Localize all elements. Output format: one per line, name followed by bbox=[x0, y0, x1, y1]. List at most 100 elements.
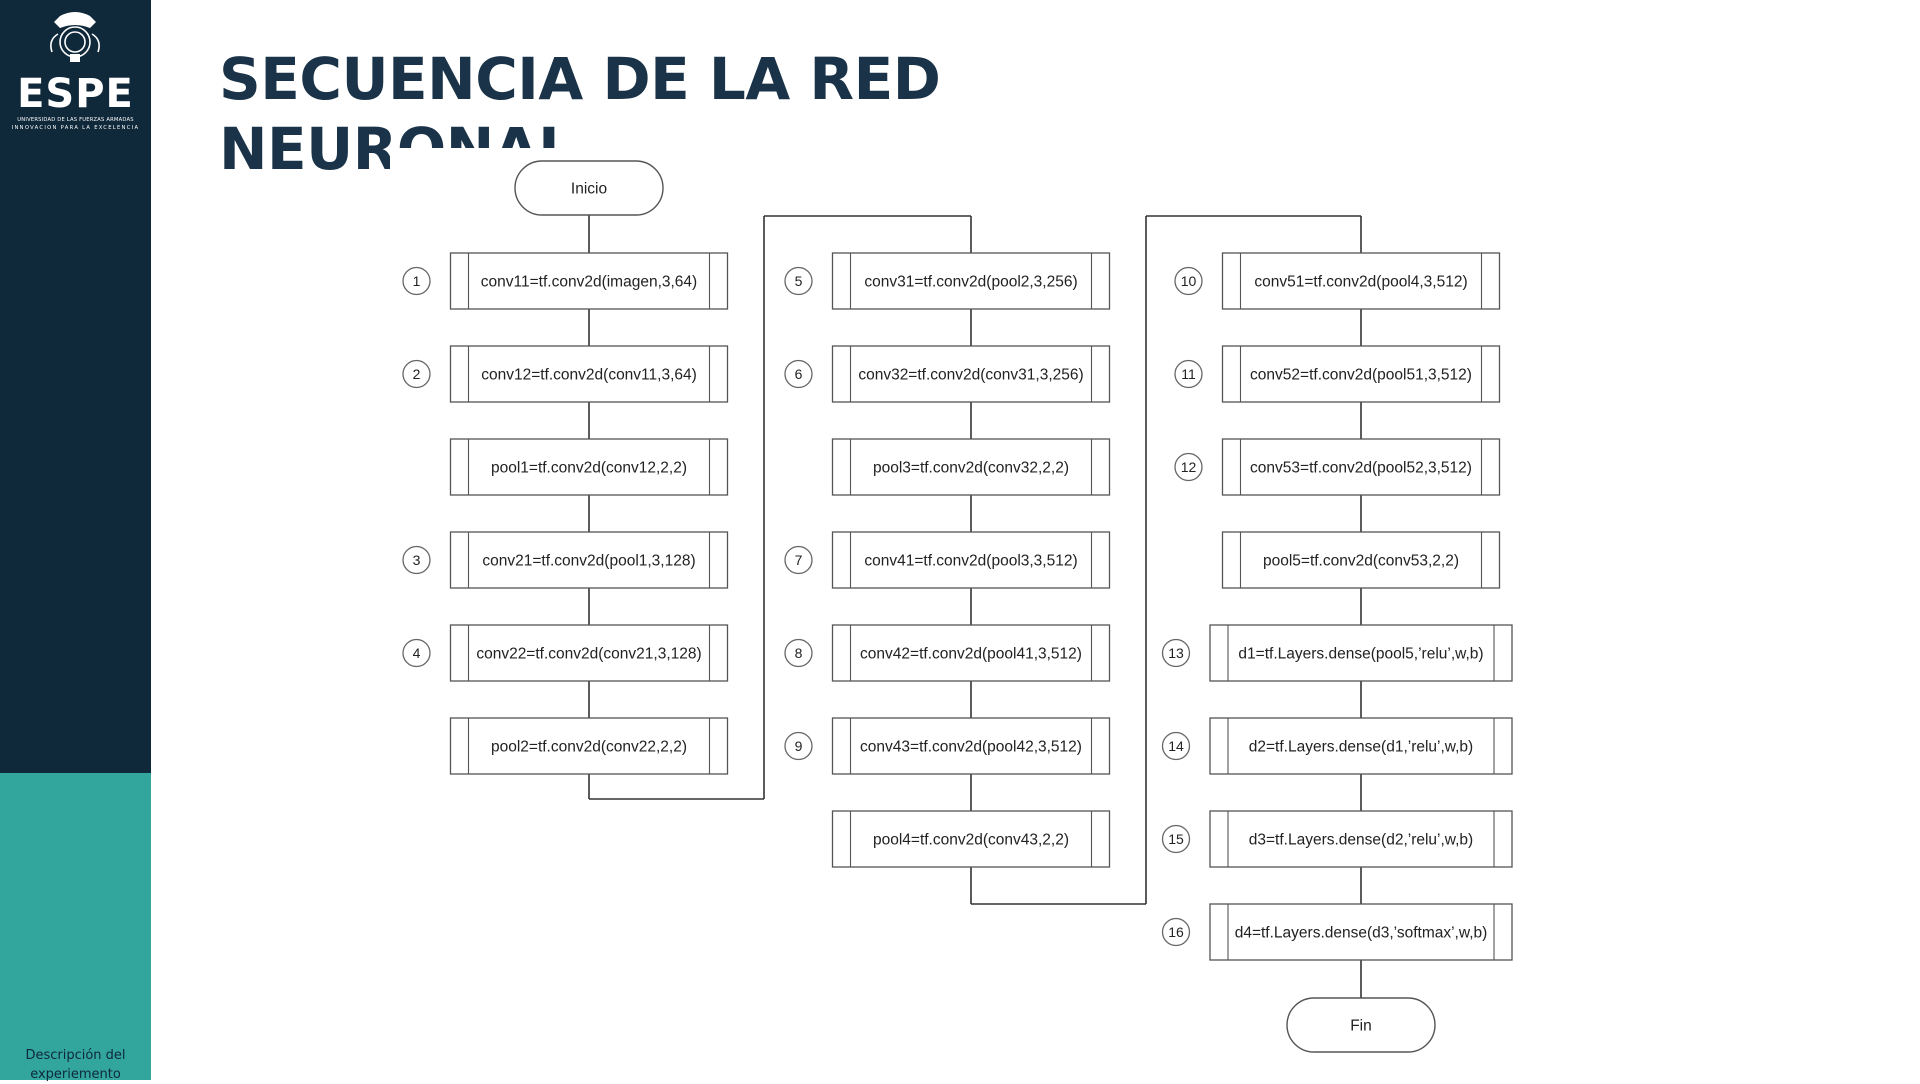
process-box-frame bbox=[1209, 624, 1513, 682]
step-number: 15 bbox=[1168, 831, 1184, 847]
process-box-label: conv22=tf.conv2d(conv21,3,128) bbox=[476, 646, 701, 663]
process-box: conv53=tf.conv2d(pool52,3,512) 12 bbox=[1174, 438, 1501, 496]
process-box-frame bbox=[449, 531, 729, 589]
process-box-frame bbox=[449, 624, 729, 682]
step-number: 8 bbox=[795, 645, 803, 661]
process-box-label: conv21=tf.conv2d(pool1,3,128) bbox=[482, 553, 695, 570]
process-box-frame bbox=[831, 345, 1111, 403]
process-box-label: d2=tf.Layers.dense(d1,’relu’,w,b) bbox=[1249, 739, 1473, 756]
step-number-circle bbox=[1161, 638, 1191, 668]
process-box-label: pool5=tf.conv2d(conv53,2,2) bbox=[1263, 553, 1459, 570]
process-box: d2=tf.Layers.dense(d1,’relu’,w,b) 14 bbox=[1161, 717, 1513, 775]
process-box: conv41=tf.conv2d(pool3,3,512) 7 bbox=[784, 531, 1111, 589]
process-box-frame bbox=[1209, 903, 1513, 961]
process-box-frame bbox=[831, 810, 1111, 868]
step-number-circle bbox=[784, 266, 813, 296]
process-box-frame bbox=[449, 438, 729, 496]
process-box-label: conv52=tf.conv2d(pool51,3,512) bbox=[1250, 367, 1472, 384]
process-box: pool5=tf.conv2d(conv53,2,2) bbox=[1221, 531, 1501, 589]
step-number: 12 bbox=[1181, 459, 1197, 475]
step-number: 13 bbox=[1168, 645, 1184, 661]
process-box-frame bbox=[1209, 810, 1513, 868]
process-box: conv52=tf.conv2d(pool51,3,512) 11 bbox=[1174, 345, 1501, 403]
process-box-frame bbox=[1221, 438, 1501, 496]
step-number: 5 bbox=[795, 273, 803, 289]
process-box: conv32=tf.conv2d(conv31,3,256) 6 bbox=[784, 345, 1111, 403]
process-box: conv43=tf.conv2d(pool42,3,512)9 bbox=[784, 717, 1111, 775]
process-box: pool1=tf.conv2d(conv12,2,2) bbox=[449, 438, 729, 496]
process-box-frame bbox=[831, 531, 1111, 589]
step-number-circle bbox=[1174, 359, 1203, 389]
process-box: conv21=tf.conv2d(pool1,3,128) 3 bbox=[402, 531, 729, 589]
process-box-label: d4=tf.Layers.dense(d3,’softmax’,w,b) bbox=[1235, 925, 1488, 942]
step-number-circle bbox=[784, 545, 813, 575]
step-number: 1 bbox=[413, 273, 421, 289]
step-number: 7 bbox=[795, 552, 803, 568]
step-number: 16 bbox=[1168, 924, 1184, 940]
process-box: conv42=tf.conv2d(pool41,3,512) 8 bbox=[784, 624, 1111, 682]
process-box-frame bbox=[1221, 345, 1501, 403]
flowchart-nodes: conv11=tf.conv2d(imagen,3,64) 1 conv12=tf.… bbox=[402, 252, 1513, 961]
sidebar-top-panel: ESPE UNIVERSIDAD DE LAS FUERZAS ARMADAS … bbox=[0, 0, 151, 773]
step-number-circle bbox=[1161, 917, 1191, 947]
process-box-label: d1=tf.Layers.dense(pool5,’relu’,w,b) bbox=[1238, 646, 1483, 663]
process-box: pool2=tf.conv2d(conv22,2,2) bbox=[449, 717, 729, 775]
step-number: 11 bbox=[1181, 366, 1196, 382]
crest-icon bbox=[50, 12, 100, 62]
end-terminal-shape bbox=[1286, 997, 1436, 1053]
flowchart-connectors bbox=[588, 188, 1362, 1025]
step-number: 3 bbox=[413, 552, 421, 568]
step-number-circle bbox=[1174, 452, 1203, 482]
step-number-circle bbox=[402, 638, 431, 668]
start-terminal-label: Inicio bbox=[571, 181, 607, 198]
process-box-frame bbox=[1221, 531, 1501, 589]
step-number-circle bbox=[402, 266, 431, 296]
end-terminal: Fin bbox=[1286, 997, 1436, 1053]
process-box: d4=tf.Layers.dense(d3,’softmax’,w,b) 16 bbox=[1161, 903, 1513, 961]
step-number: 4 bbox=[413, 645, 421, 661]
step-number-circle bbox=[1161, 824, 1191, 854]
step-number-circle bbox=[784, 359, 813, 389]
step-number-circle bbox=[402, 545, 431, 575]
process-box-label: conv42=tf.conv2d(pool41,3,512) bbox=[860, 646, 1082, 663]
end-terminal-label: Fin bbox=[1350, 1018, 1372, 1035]
process-box: conv22=tf.conv2d(conv21,3,128) 4 bbox=[402, 624, 729, 682]
process-box: conv11=tf.conv2d(imagen,3,64) 1 bbox=[402, 252, 729, 310]
step-number-circle bbox=[784, 731, 813, 761]
logo-wordmark: ESPE bbox=[17, 71, 134, 117]
process-box-frame bbox=[1209, 717, 1513, 775]
step-number-circle bbox=[1161, 731, 1191, 761]
step-number: 9 bbox=[795, 738, 803, 754]
process-box-label: conv32=tf.conv2d(conv31,3,256) bbox=[858, 367, 1083, 384]
process-box-frame bbox=[831, 717, 1111, 775]
process-box-frame bbox=[831, 252, 1111, 310]
process-box-label: conv41=tf.conv2d(pool3,3,512) bbox=[864, 553, 1077, 570]
process-box: pool3=tf.conv2d(conv32,2,2) bbox=[831, 438, 1111, 496]
process-box-label: conv11=tf.conv2d(imagen,3,64) bbox=[481, 274, 697, 291]
process-box-frame bbox=[449, 252, 729, 310]
step-number: 2 bbox=[413, 366, 421, 382]
process-box-frame bbox=[449, 345, 729, 403]
process-box-frame bbox=[449, 717, 729, 775]
process-box: d3=tf.Layers.dense(d2,’relu’,w,b)15 bbox=[1161, 810, 1513, 868]
process-box-label: conv31=tf.conv2d(pool2,3,256) bbox=[864, 274, 1077, 291]
process-box-frame bbox=[1221, 252, 1501, 310]
process-box: conv51=tf.conv2d(pool4,3,512)10 bbox=[1174, 252, 1501, 310]
section-label: Descripción del experiemento bbox=[25, 1048, 126, 1082]
step-number-circle bbox=[1174, 266, 1203, 296]
step-number: 6 bbox=[795, 366, 803, 382]
process-box: conv31=tf.conv2d(pool2,3,256) 5 bbox=[784, 252, 1111, 310]
step-number-circle bbox=[784, 638, 813, 668]
process-box-label: pool2=tf.conv2d(conv22,2,2) bbox=[491, 739, 687, 756]
logo-tagline-university: UNIVERSIDAD DE LAS FUERZAS ARMADAS bbox=[17, 117, 134, 123]
process-box-label: conv53=tf.conv2d(pool52,3,512) bbox=[1250, 460, 1472, 477]
process-box-label: conv12=tf.conv2d(conv11,3,64) bbox=[481, 367, 697, 384]
step-number: 14 bbox=[1168, 738, 1184, 754]
espe-crest-logo bbox=[50, 12, 100, 62]
step-number-circle bbox=[402, 359, 431, 389]
process-box: conv12=tf.conv2d(conv11,3,64) 2 bbox=[402, 345, 729, 403]
process-box-label: pool3=tf.conv2d(conv32,2,2) bbox=[873, 460, 1069, 477]
process-box-label: pool1=tf.conv2d(conv12,2,2) bbox=[491, 460, 687, 477]
